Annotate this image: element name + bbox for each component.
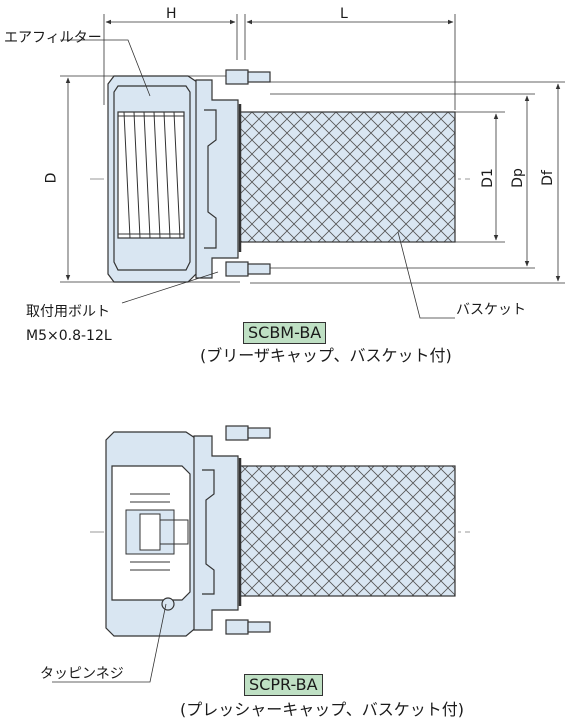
bolt-spec-label: M5×0.8-12L [26, 328, 112, 344]
bottom-caption: (プレッシャーキャップ、バスケット付) [180, 700, 465, 719]
top-view-drawing [60, 14, 565, 319]
leader-bolt [121, 271, 219, 304]
dim-dp-label: Dp [509, 168, 526, 188]
top-model-badge: SCBM-BA [243, 322, 327, 344]
tapping-screw [161, 597, 175, 611]
leader-tapping-screw [52, 603, 167, 683]
bolt-bottom-view-bottom [247, 621, 271, 633]
basket-mesh-bottom [239, 465, 456, 597]
mounting-bolt-label: 取付用ボルト [26, 304, 110, 320]
bolt-bottom-view-top [247, 427, 271, 439]
air-filter-element [117, 111, 185, 239]
bottom-view-drawing [52, 425, 470, 683]
mounting-bolt-bottom [247, 263, 271, 275]
top-caption: (ブリーザキャップ、バスケット付) [200, 346, 452, 365]
dim-d1-label: D1 [479, 168, 496, 188]
basket-label: バスケット [456, 302, 526, 318]
air-filter-label: エアフィルター [4, 30, 102, 46]
flange [195, 79, 239, 279]
leader-air-filter [60, 39, 151, 97]
dim-d-label: D [43, 172, 60, 184]
bottom-model-badge: SCPR-BA [244, 674, 323, 696]
dim-l-label: L [340, 6, 348, 22]
flange-bottom [193, 435, 239, 631]
mounting-bolt-top [247, 71, 271, 83]
dim-h-label: H [166, 6, 177, 22]
leader-basket [397, 231, 455, 319]
dim-df-label: Df [539, 170, 556, 186]
basket-mesh [239, 111, 456, 243]
tapping-screw-label: タッピンネジ [40, 666, 124, 682]
